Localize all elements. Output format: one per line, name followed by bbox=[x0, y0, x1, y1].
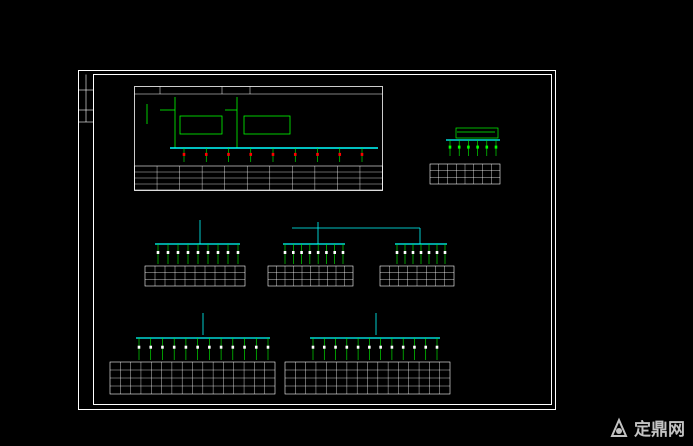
feeder-circuit bbox=[368, 338, 371, 360]
hv-schedule-table bbox=[134, 165, 383, 191]
distribution-board-center bbox=[267, 222, 455, 287]
feeder-circuit bbox=[467, 140, 470, 156]
main-hv-diagram bbox=[134, 86, 383, 191]
transformer-circuit-right bbox=[225, 97, 291, 148]
feeder-circuit bbox=[293, 148, 297, 162]
small-feeders bbox=[448, 140, 498, 156]
feeder-circuit bbox=[236, 244, 240, 264]
feeder-circuit bbox=[435, 244, 439, 264]
feeder-circuit bbox=[448, 140, 452, 156]
feeder-circuit bbox=[300, 244, 303, 264]
hv-feeders bbox=[182, 148, 364, 162]
feeder-circuit bbox=[403, 244, 407, 264]
feeder-circuit bbox=[316, 244, 320, 264]
feeder-circuit bbox=[219, 338, 223, 360]
feeder-circuit bbox=[266, 338, 270, 360]
feeder-circuit bbox=[196, 338, 199, 360]
feeder-circuit bbox=[411, 244, 415, 264]
feeder-circuit bbox=[196, 244, 200, 264]
distribution-board-bottom-right bbox=[284, 313, 451, 395]
feeder-circuit bbox=[271, 148, 275, 162]
transformer-circuit-left bbox=[146, 97, 223, 148]
feeder-circuit bbox=[424, 338, 428, 360]
feeder-circuit bbox=[379, 338, 382, 360]
watermark-text: 定鼎网 bbox=[634, 420, 685, 440]
feeder-circuit bbox=[341, 244, 345, 264]
feeder-circuit bbox=[249, 148, 253, 162]
feeder-circuit bbox=[476, 140, 479, 156]
feeder-circuit bbox=[485, 140, 489, 156]
feeder-circuit bbox=[291, 244, 295, 264]
feeder-circuit bbox=[231, 338, 235, 360]
feeder-circuit bbox=[161, 338, 164, 360]
feeder-circuit bbox=[356, 338, 360, 360]
feeder-circuit bbox=[216, 244, 220, 264]
feeder-circuit bbox=[156, 244, 160, 264]
feeder-circuit bbox=[208, 338, 211, 360]
feeder-circuit bbox=[254, 338, 258, 360]
feeder-circuit bbox=[413, 338, 416, 360]
feeder-circuit bbox=[435, 338, 439, 360]
title-strip bbox=[78, 74, 94, 123]
feeder-circuit bbox=[334, 338, 337, 360]
inner-frame bbox=[93, 74, 552, 405]
feeder-circuit bbox=[401, 338, 405, 360]
feeder-circuit bbox=[311, 338, 315, 360]
db3-schedule-table bbox=[379, 265, 455, 287]
feeder-circuit bbox=[166, 244, 170, 264]
feeder-circuit bbox=[149, 338, 153, 360]
feeder-circuit bbox=[427, 244, 431, 264]
feeder-circuit bbox=[325, 244, 328, 264]
feeder-circuit bbox=[176, 244, 180, 264]
dingding-logo-icon bbox=[610, 417, 628, 437]
watermark: 定鼎网 bbox=[608, 415, 685, 440]
feeder-circuit bbox=[419, 244, 423, 264]
feeder-circuit bbox=[186, 244, 190, 264]
feeder-circuit bbox=[390, 338, 394, 360]
feeder-circuit bbox=[443, 244, 447, 264]
feeder-circuit bbox=[345, 338, 349, 360]
small-right-diagram bbox=[429, 127, 501, 185]
outer-frame bbox=[78, 70, 556, 410]
feeder-circuit bbox=[204, 148, 208, 162]
feeder-circuit bbox=[283, 244, 287, 264]
feeder-circuit bbox=[206, 244, 210, 264]
feeder-circuit bbox=[360, 148, 364, 162]
feeder-circuit bbox=[184, 338, 188, 360]
feeder-circuit bbox=[182, 148, 186, 162]
feeder-circuit bbox=[316, 148, 319, 162]
feeder-circuit bbox=[457, 140, 461, 156]
distribution-board-left bbox=[144, 220, 246, 287]
feeder-circuit bbox=[395, 244, 399, 264]
db2-schedule-table bbox=[267, 265, 354, 287]
feeder-circuit bbox=[137, 338, 141, 360]
feeder-circuit bbox=[338, 148, 342, 162]
feeder-circuit bbox=[226, 244, 230, 264]
small-schedule-table bbox=[429, 163, 501, 185]
distribution-board-bottom-left bbox=[109, 313, 276, 395]
feeder-circuit bbox=[333, 244, 337, 264]
feeder-circuit bbox=[308, 244, 312, 264]
feeder-circuit bbox=[227, 148, 230, 162]
db5-schedule-table bbox=[284, 361, 451, 395]
feeder-circuit bbox=[172, 338, 176, 360]
db4-schedule-table bbox=[109, 361, 276, 395]
feeder-circuit bbox=[322, 338, 326, 360]
feeder-circuit bbox=[494, 140, 498, 156]
feeder-circuit bbox=[243, 338, 246, 360]
db1-schedule-table bbox=[144, 265, 246, 287]
